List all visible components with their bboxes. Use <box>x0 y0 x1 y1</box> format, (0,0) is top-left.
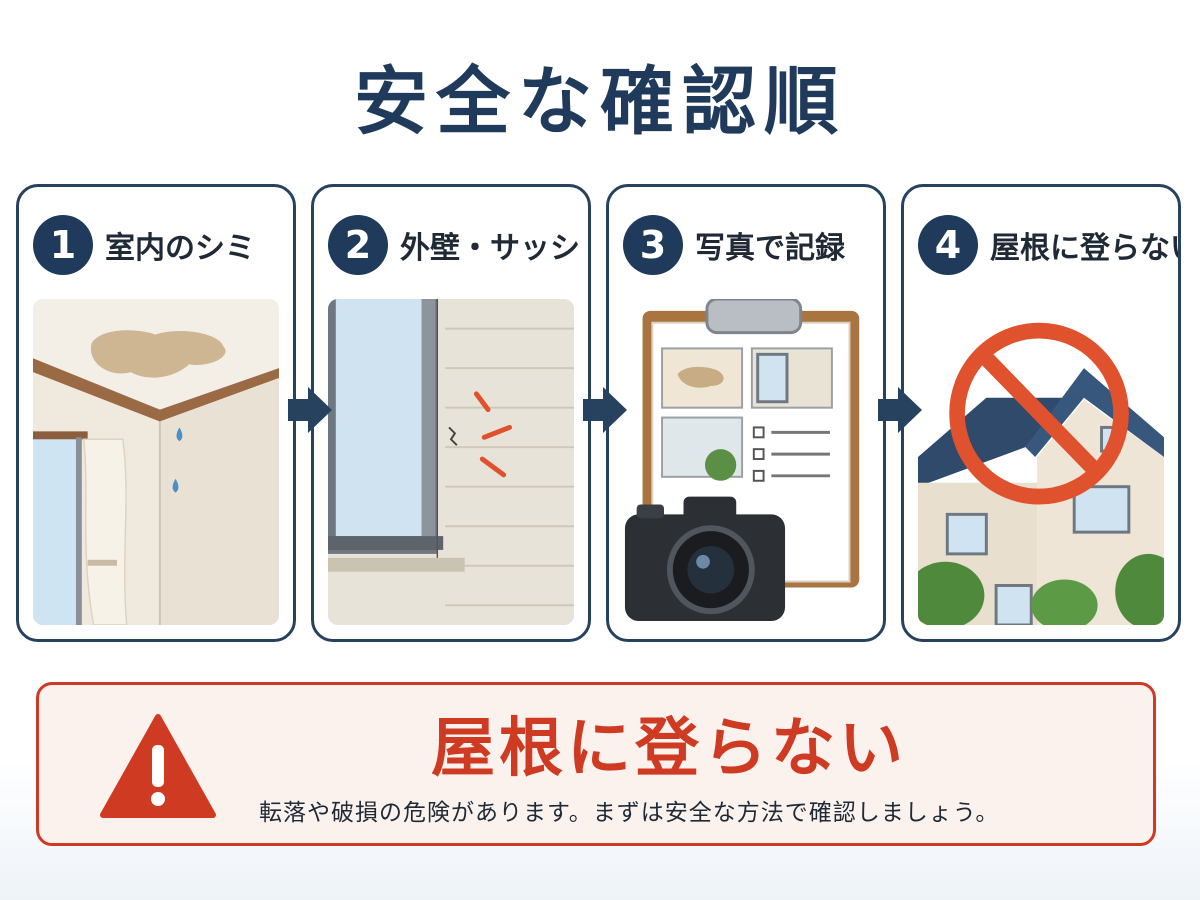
warning-message: 転落や破損の危険があります。まずは安全な方法で確認しましょう。 <box>259 800 1000 826</box>
step-card-1: 1 室内のシミ <box>16 184 296 642</box>
camera-clipboard-illustration <box>623 299 869 625</box>
no-roof-illustration <box>918 299 1164 625</box>
step-card-2: 2 外壁・サッシ <box>311 184 591 642</box>
step-label: 写真で記録 <box>695 231 845 266</box>
warning-triangle-icon <box>99 713 217 819</box>
step-header: 1 室内のシミ <box>33 213 285 277</box>
step-card-3: 3 写真で記録 <box>606 184 886 642</box>
ceiling-stain-illustration <box>33 299 279 625</box>
step-number-badge: 3 <box>623 215 683 275</box>
step-card-4: 4 屋根に登らない <box>901 184 1181 642</box>
step-number-badge: 4 <box>918 215 978 275</box>
step-label: 外壁・サッシ <box>400 231 580 266</box>
next-arrow-icon <box>583 385 627 435</box>
next-arrow-icon <box>288 385 332 435</box>
step-number-badge: 2 <box>328 215 388 275</box>
step-number-badge: 1 <box>33 215 93 275</box>
warning-title: 屋根に登らない <box>431 712 907 786</box>
step-label: 室内のシミ <box>105 231 255 266</box>
warning-box: 屋根に登らない 転落や破損の危険があります。まずは安全な方法で確認しましょう。 <box>36 682 1156 846</box>
step-header: 3 写真で記録 <box>623 213 875 277</box>
step-header: 4 屋根に登らない <box>918 213 1178 277</box>
next-arrow-icon <box>878 385 922 435</box>
step-label: 屋根に登らない <box>990 231 1181 266</box>
wall-crack-illustration <box>328 299 574 625</box>
page-title: 安全な確認順 <box>354 59 846 145</box>
step-header: 2 外壁・サッシ <box>328 213 580 277</box>
